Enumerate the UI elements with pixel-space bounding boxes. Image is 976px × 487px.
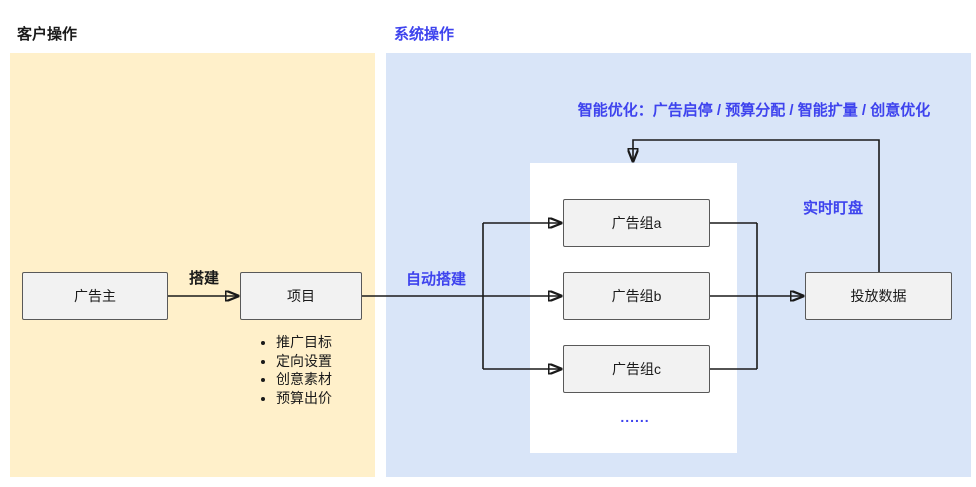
ad-group-b-label: 广告组b: [611, 288, 662, 304]
project-node: 项目: [240, 272, 362, 320]
build-label: 搭建: [188, 270, 219, 287]
project-detail-item: 创意素材: [276, 370, 332, 389]
delivery-data-node: 投放数据: [805, 272, 952, 320]
ad-group-a-node: 广告组a: [563, 199, 710, 247]
project-detail-list: 推广目标 定向设置 创意素材 预算出价: [250, 333, 332, 407]
more-groups-ellipsis: ......: [620, 409, 650, 425]
project-detail-item: 预算出价: [276, 389, 332, 408]
ad-group-c-node: 广告组c: [563, 345, 710, 393]
ad-group-c-label: 广告组c: [612, 361, 661, 377]
advertiser-node: 广告主: [22, 272, 168, 320]
realtime-monitor-label: 实时盯盘: [802, 200, 863, 217]
delivery-data-label: 投放数据: [850, 288, 907, 304]
ad-group-a-label: 广告组a: [611, 215, 662, 231]
ad-group-b-node: 广告组b: [563, 272, 710, 320]
customer-ops-panel: [10, 53, 375, 477]
project-detail-item: 定向设置: [276, 352, 332, 371]
auto-build-label: 自动搭建: [405, 271, 466, 288]
project-detail-item: 推广目标: [276, 333, 332, 352]
project-label: 项目: [287, 288, 315, 304]
smart-optimization-label: 智能优化：广告启停 / 预算分配 / 智能扩量 / 创意优化: [577, 102, 931, 119]
system-ops-heading: 系统操作: [394, 26, 455, 43]
advertiser-label: 广告主: [74, 288, 116, 304]
customer-ops-heading: 客户操作: [17, 26, 78, 43]
